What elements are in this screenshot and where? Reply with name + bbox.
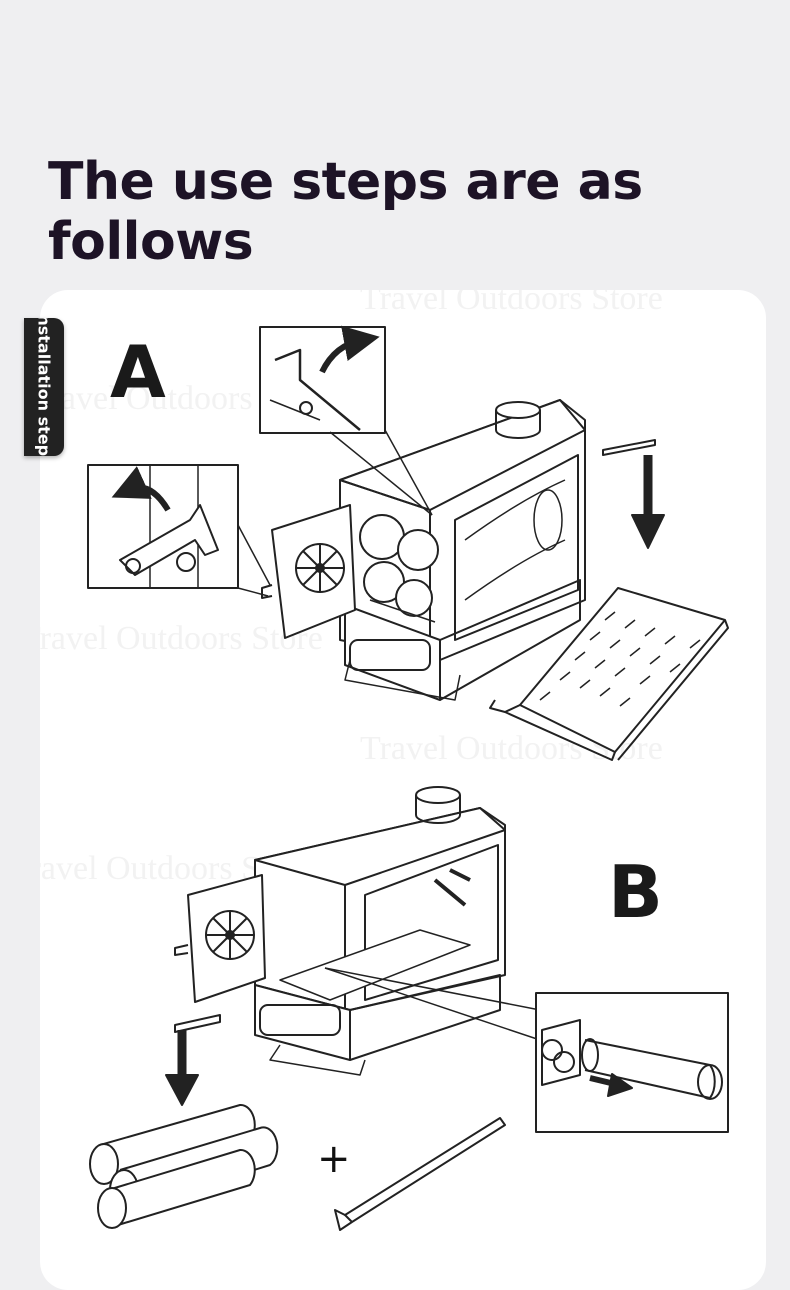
latch-inset-top [259, 325, 433, 516]
side-tab[interactable]: Installation steps [24, 318, 64, 456]
latch-inset-left [87, 464, 271, 597]
step-a-label: A [110, 330, 166, 414]
stove-door-b-icon [174, 874, 266, 1003]
stove-b-icon [254, 786, 506, 1076]
stove-a-icon [339, 399, 586, 701]
stove-door-icon [261, 504, 356, 639]
fuel-bundle-icon [89, 1103, 279, 1229]
down-arrow-b-icon [165, 1014, 221, 1106]
page-title: The use steps are as follows [48, 152, 643, 272]
fuel-inset [324, 967, 729, 1133]
grate-tray-icon [489, 587, 729, 761]
step-b-label: B [608, 850, 663, 934]
plus-sign: + [317, 1136, 351, 1182]
poker-rod-icon [334, 1117, 506, 1231]
down-arrow-icon [602, 439, 665, 549]
